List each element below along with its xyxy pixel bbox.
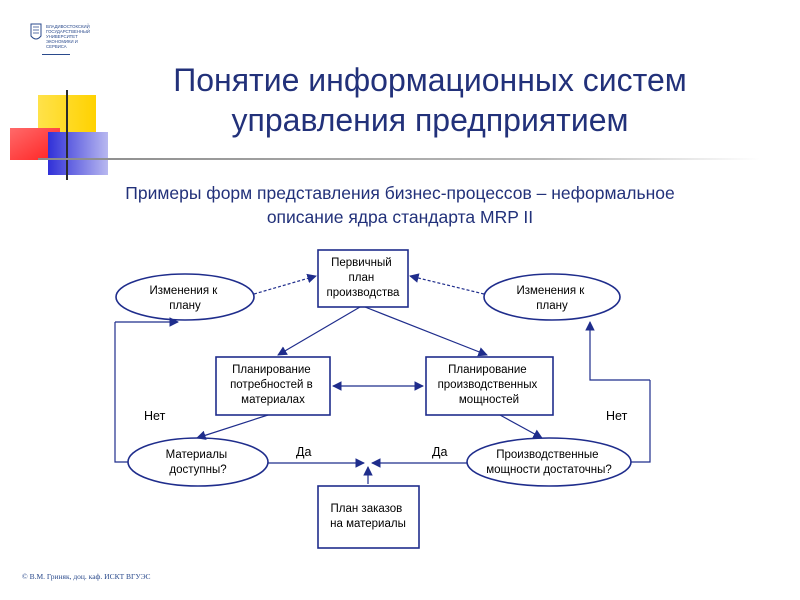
logo-line: ГОСУДАРСТВЕННЫЙ bbox=[46, 29, 90, 35]
logo-line: УНИВЕРСИТЕТ bbox=[46, 34, 78, 40]
node-changes-left-line: Изменения к bbox=[149, 285, 218, 297]
node-primary-plan-line: производства bbox=[327, 287, 401, 299]
university-crest-icon bbox=[30, 23, 42, 40]
subtitle-line-1: Примеры форм представления бизнес-процес… bbox=[125, 183, 675, 203]
node-capacity-planning-line: мощностей bbox=[459, 394, 519, 406]
node-materials-planning-line: потребностей в bbox=[230, 379, 313, 391]
vertical-rule bbox=[66, 90, 68, 180]
svg-text:Изменения к плану: Изменения к плану bbox=[516, 285, 587, 312]
label-no-right: Нет bbox=[606, 409, 628, 423]
label-yes-left: Да bbox=[296, 445, 311, 459]
svg-text:План заказов на материал: План заказов на материалы bbox=[330, 503, 406, 530]
edge-changes-left-to-plan bbox=[253, 273, 317, 295]
logo-text: ВЛАДИВОСТОКСКИЙ ГОСУДАРСТВЕННЫЙ УНИВЕРСИ… bbox=[46, 24, 116, 49]
node-capacity-planning-line: производственных bbox=[438, 379, 538, 391]
node-materials-planning-line: Планирование bbox=[232, 364, 310, 376]
node-materials-planning-line: материалах bbox=[241, 394, 305, 406]
node-materials-available-line: доступны? bbox=[169, 464, 226, 476]
node-order-plan-line: План заказов bbox=[331, 503, 403, 515]
logo-line: ВЛАДИВОСТОКСКИЙ bbox=[46, 24, 90, 29]
decorative-squares bbox=[10, 90, 108, 180]
svg-text:Материалы доступны?: Материалы доступны? bbox=[166, 449, 231, 476]
edge-changes-right-to-plan bbox=[409, 273, 485, 295]
node-capacity-planning-line: Планирование bbox=[448, 364, 526, 376]
node-capacity-sufficient-line: мощности достаточны? bbox=[486, 464, 612, 476]
node-changes-right-line: плану bbox=[536, 300, 568, 312]
node-changes-right: Изменения к плану bbox=[483, 273, 621, 321]
edge-materials-to-available bbox=[196, 414, 269, 440]
page-title: Понятие информационных систем управления… bbox=[100, 60, 760, 140]
svg-text:Производственные мощност: Производственные мощности достаточны? bbox=[486, 449, 612, 476]
connectors bbox=[114, 273, 651, 484]
label-yes-right: Да bbox=[432, 445, 447, 459]
logo-line: ЭКОНОМИКИ И bbox=[46, 39, 78, 45]
node-materials-available-line: Материалы bbox=[166, 449, 228, 461]
node-capacity-planning: Планирование производственных мощностей bbox=[425, 356, 554, 416]
edge-plan-to-capacity bbox=[364, 306, 488, 357]
node-order-plan-line: на материалы bbox=[330, 518, 406, 530]
node-primary-plan-line: Первичный bbox=[331, 257, 392, 269]
title-line-2: управления предприятием bbox=[231, 102, 629, 138]
node-capacity-sufficient: Производственные мощности достаточны? bbox=[466, 437, 632, 487]
footer-copyright: © В.М. Гриняк, доц. каф. ИСКТ ВГУЭС bbox=[22, 572, 151, 581]
svg-text:Первичный план про: Первичный план производства bbox=[327, 257, 401, 299]
university-logo: ВЛАДИВОСТОКСКИЙ ГОСУДАРСТВЕННЫЙ УНИВЕРСИ… bbox=[30, 22, 110, 56]
edge-plan-to-materials bbox=[277, 306, 361, 356]
subtitle-line-2: описание ядра стандарта MRP II bbox=[266, 207, 534, 227]
node-primary-plan-line: план bbox=[349, 272, 375, 284]
node-changes-left: Изменения к плану bbox=[115, 273, 255, 321]
node-materials-planning: Планирование потребностей в материалах bbox=[215, 356, 331, 416]
svg-text:Изменения к плану: Изменения к плану bbox=[149, 285, 220, 312]
node-changes-left-line: плану bbox=[169, 300, 201, 312]
logo-line: СЕРВИСА bbox=[46, 44, 67, 50]
node-capacity-sufficient-line: Производственные bbox=[496, 449, 598, 461]
title-line-1: Понятие информационных систем bbox=[173, 62, 687, 98]
node-changes-right-line: Изменения к bbox=[516, 285, 585, 297]
edge-sufficient-no-loop bbox=[631, 380, 651, 463]
node-materials-available: Материалы доступны? bbox=[127, 437, 269, 487]
page-subtitle: Примеры форм представления бизнес-процес… bbox=[40, 181, 760, 229]
edge-sufficient-to-changes bbox=[585, 321, 650, 381]
logo-rule bbox=[42, 54, 70, 55]
node-primary-plan: Первичный план производства bbox=[317, 249, 409, 308]
svg-text:Планирование производств: Планирование производственных мощностей bbox=[438, 364, 541, 406]
title-underline bbox=[38, 158, 760, 160]
svg-text:Планирование потребносте: Планирование потребностей в материалах bbox=[230, 364, 316, 406]
node-order-plan: План заказов на материалы bbox=[317, 485, 420, 549]
blue-square bbox=[48, 132, 108, 175]
edge-available-no-loop bbox=[114, 322, 128, 463]
edge-capacity-to-sufficient bbox=[499, 414, 543, 439]
label-no-left: Нет bbox=[144, 409, 166, 423]
